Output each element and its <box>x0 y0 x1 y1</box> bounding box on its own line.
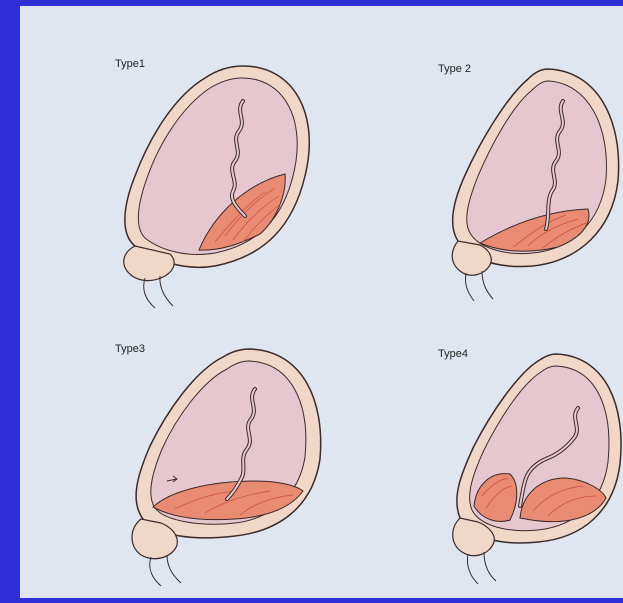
panel-type2: Type 2 <box>438 61 623 341</box>
vagina <box>150 555 181 586</box>
uterus-diagram <box>115 341 375 591</box>
panel-type1: Type1 <box>115 56 375 336</box>
panel-type3: Type3 <box>115 341 375 598</box>
figure-page: Type1 Type 2 <box>20 6 623 598</box>
panel-type4: Type4 <box>438 346 623 598</box>
uterus-diagram <box>438 346 623 591</box>
vagina <box>467 552 496 584</box>
uterus-diagram <box>438 61 623 311</box>
uterus-diagram <box>115 56 375 336</box>
